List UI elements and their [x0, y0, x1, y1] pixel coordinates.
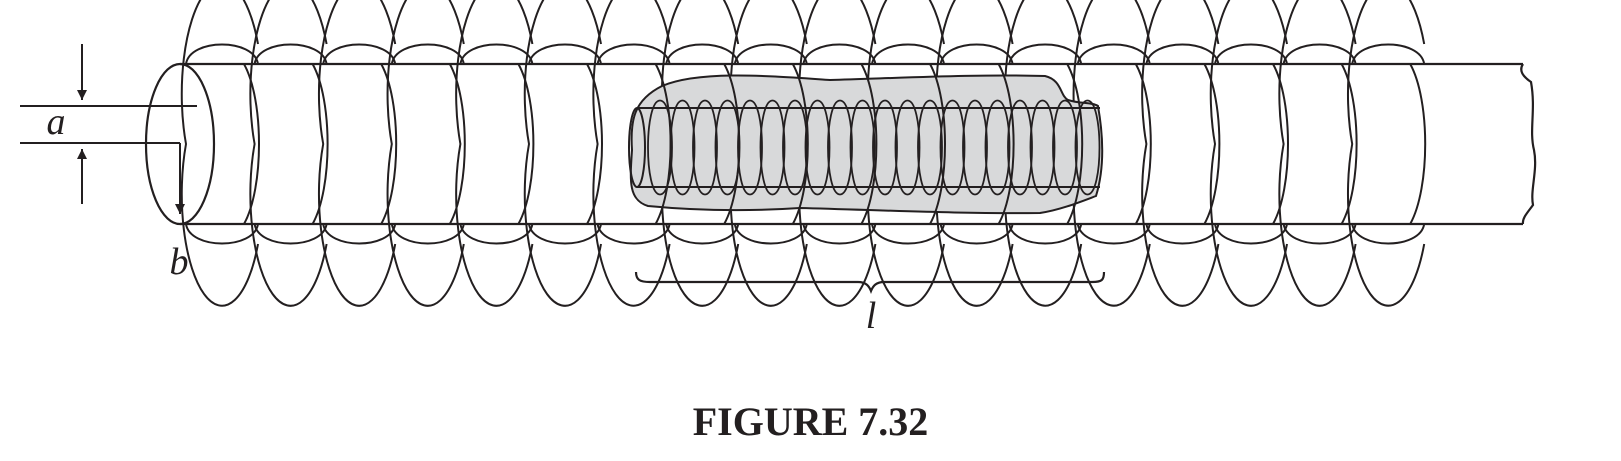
outer-coil-top-hump — [253, 43, 328, 65]
outer-radius-label: b — [170, 241, 189, 283]
outer-coil-front-arc — [654, 63, 672, 225]
outer-coil-front-arc — [586, 63, 603, 225]
inner-coil-loop — [759, 99, 786, 196]
outer-coil-back-arc — [317, 0, 397, 307]
outer-coil-back-arc — [1141, 0, 1220, 307]
outer-coil-top-hump — [185, 43, 259, 65]
inner-coil-loop — [782, 99, 808, 196]
outer-coil-bottom-hump — [733, 223, 808, 245]
figure-caption: FIGURE 7.32 — [692, 399, 929, 444]
inner-coil-loop — [984, 99, 1011, 196]
inner-coil-loop — [1029, 99, 1056, 196]
inner-coil-loop — [917, 99, 943, 196]
inner-radius-dimension — [20, 44, 197, 204]
outer-coil-back-arc — [249, 0, 328, 307]
outer-coil-bottom-hump — [1145, 223, 1220, 245]
outer-coil-bottom-hump — [528, 223, 602, 245]
outer-coil-front-arc — [380, 63, 398, 225]
outer-coil-back-arc — [523, 0, 602, 307]
outer-coil-top-hump — [322, 43, 397, 65]
outer-coil-bottom-hump — [1351, 223, 1426, 245]
outer-coil-front-arc — [860, 63, 878, 225]
outer-coil-front-arc — [1134, 63, 1152, 225]
outer-coil-back-arc — [1209, 0, 1288, 307]
outer-coil-bottom-hump — [459, 223, 534, 245]
inner-coil-loop — [939, 99, 966, 196]
inner-coil-loop — [692, 99, 718, 196]
length-label: l — [866, 295, 877, 337]
outer-coil-bottom-hump — [253, 223, 328, 245]
length-brace — [634, 271, 1106, 294]
inner-coil-loop — [827, 99, 853, 196]
outer-coil-bottom-hump — [802, 223, 877, 245]
outer-coil-top-hump — [1214, 43, 1288, 65]
outer-coil-front-arc — [311, 63, 329, 225]
outer-coil-top-hump — [528, 43, 602, 65]
outer-coil-front-arc — [448, 63, 466, 225]
outer-coil-top-hump — [871, 43, 945, 65]
outer-coil-bottom-hump — [596, 223, 671, 245]
outer-coil-top-hump — [1282, 43, 1357, 65]
outer-coil-bottom-hump — [185, 223, 259, 245]
outer-coil-front-arc — [1203, 63, 1221, 225]
outer-coil-top-hump — [390, 43, 465, 65]
outer-coil-back-arc — [592, 0, 671, 307]
outer-coil-top-hump — [1351, 43, 1426, 65]
outer-coil-front-arc — [1272, 63, 1289, 225]
outer-coil-front-arcs — [185, 43, 1427, 245]
inner-coil-loop — [1007, 99, 1033, 196]
outer-coil-top-hump — [596, 43, 671, 65]
inner-coil-loop — [737, 99, 763, 196]
inner-coil-loop — [849, 99, 876, 196]
outer-coil-back-arc — [1278, 0, 1357, 307]
outer-coil-front-arc — [997, 63, 1015, 225]
outer-coil-front-arc — [723, 63, 741, 225]
outer-coil-back-arc — [1346, 0, 1426, 307]
inner-coil-loop — [669, 99, 696, 196]
outer-coil-back-arc — [180, 0, 259, 307]
outer-coil-front-arc — [517, 63, 535, 225]
outer-coil-top-hump — [1145, 43, 1220, 65]
outer-coil-bottom-hump — [1076, 223, 1151, 245]
outer-coil-front-arc — [791, 63, 809, 225]
outer-coil-bottom-hump — [390, 223, 465, 245]
outer-coil-bottom-hump — [1282, 223, 1357, 245]
outer-coil-top-hump — [733, 43, 808, 65]
outer-coil-top-hump — [459, 43, 534, 65]
outer-coil-back-arc — [455, 0, 534, 307]
outer-coil-front-arc — [1409, 63, 1427, 225]
inner-coil-loop — [894, 99, 921, 196]
outer-coil-top-hump — [802, 43, 877, 65]
outer-coil-bottom-hump — [871, 223, 945, 245]
outer-cylinder — [144, 62, 1537, 226]
outer-coil-front-arc — [929, 63, 946, 225]
outer-coil-bottom-hump — [1008, 223, 1083, 245]
inner-coil-loop — [962, 99, 988, 196]
inner-coil-loop — [1052, 99, 1078, 196]
outer-coil-bottom-hump — [939, 223, 1014, 245]
outer-coil-bottom-hump — [1214, 223, 1288, 245]
inner-coil-loop — [1074, 99, 1101, 196]
outer-coil-bottom-hump — [322, 223, 397, 245]
outer-coil-top-hump — [939, 43, 1014, 65]
outer-coil-top-hump — [1076, 43, 1151, 65]
outer-coil-back-arc — [386, 0, 465, 307]
outer-coil-front-arc — [1066, 63, 1084, 225]
outer-coil-top-hump — [1008, 43, 1083, 65]
inner-cylinder-end-face — [628, 107, 646, 188]
outer-coil-bottom-hump — [665, 223, 740, 245]
outer-coil-front-arc — [243, 63, 260, 225]
outer-coil-front-arc — [1340, 63, 1358, 225]
inner-radius-label: a — [47, 101, 66, 143]
outer-cylinder-break-edge — [1520, 63, 1537, 225]
outer-coil-top-hump — [665, 43, 740, 65]
